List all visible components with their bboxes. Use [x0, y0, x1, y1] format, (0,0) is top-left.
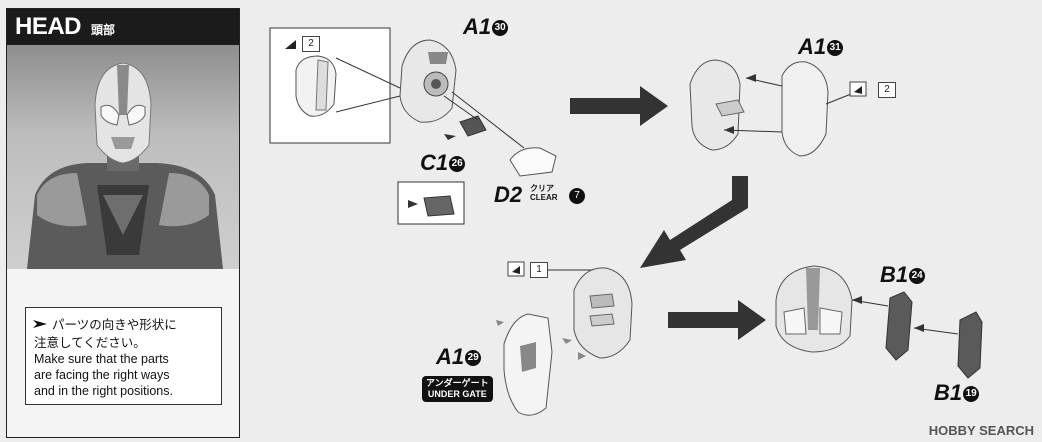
note-jp-line1: パーツの向きや形状に [52, 318, 177, 332]
part-code: A1 [798, 34, 827, 59]
part-code: B1 [880, 262, 909, 287]
section-title: HEAD [15, 13, 82, 40]
clear-jp: クリア [530, 184, 554, 193]
under-gate-tag: アンダーゲート UNDER GATE [422, 376, 493, 402]
part-number-badge: 24 [909, 268, 926, 285]
part-code: B1 [934, 380, 963, 405]
step-flag-1: 1 [530, 262, 548, 278]
part-number-badge: 29 [465, 350, 482, 367]
note-jp-line2: 注意してください。 [34, 336, 146, 350]
head-section-panel: HEAD 頭部 [6, 8, 240, 438]
part-code: D2 [494, 182, 523, 207]
part-label-d2-7: D2 [494, 182, 522, 208]
section-header: HEAD 頭部 [7, 9, 239, 45]
note-en-line3: and in the right positions. [34, 384, 173, 398]
part-number-badge: 19 [963, 386, 980, 403]
figure-photo [7, 45, 239, 269]
figure-illustration [27, 62, 223, 269]
part-number-badge: 31 [827, 40, 844, 57]
step-flag-2a: 2 [302, 36, 320, 52]
part-number-badge: 26 [449, 156, 466, 173]
watermark: HOBBY SEARCH [928, 423, 1034, 438]
flag-icon [285, 40, 296, 49]
note-en-line1: Make sure that the parts [34, 352, 169, 366]
caution-arrow-icon [33, 320, 47, 328]
part-code: C1 [420, 150, 449, 175]
caution-note: パーツの向きや形状に 注意してください。 Make sure that the … [25, 307, 222, 405]
section-subtitle: 頭部 [91, 23, 116, 37]
part-code: A1 [436, 344, 465, 369]
part-number-badge: 30 [492, 20, 509, 37]
note-en-line2: are facing the right ways [34, 368, 170, 382]
clear-sub-label: クリア CLEAR [530, 184, 558, 202]
under-gate-jp: アンダーゲート [426, 378, 489, 388]
part-code: A1 [463, 14, 492, 39]
clear-en: CLEAR [530, 193, 558, 202]
under-gate-en: UNDER GATE [427, 389, 487, 399]
step-flag-2b: 2 [878, 82, 896, 98]
part-number-badge: 7 [569, 188, 585, 204]
